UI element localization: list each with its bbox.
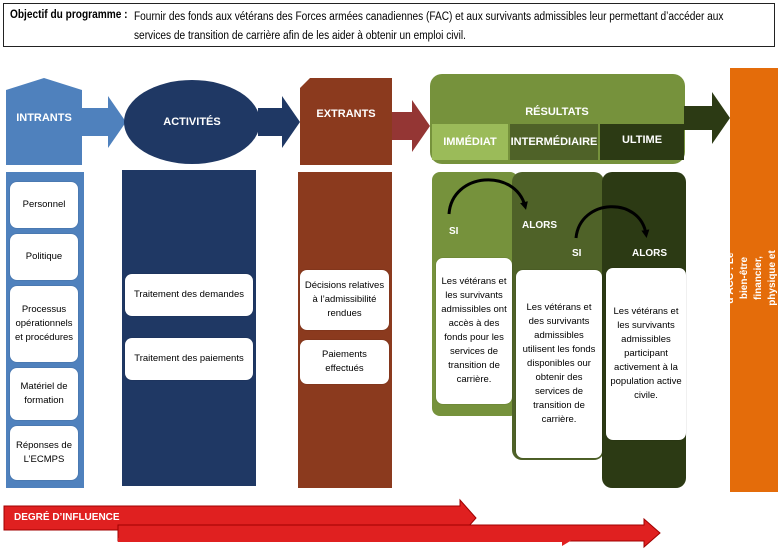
ultime-header: ULTIME [621, 134, 663, 146]
immediat-header: IMMÉDIAT [443, 136, 497, 148]
si-label-2: SI [572, 248, 582, 259]
activites-header: ACTIVITÉS [163, 116, 221, 128]
immediat-header-shape [432, 124, 508, 160]
strategic-outcome-text: Résultat stratégique d’ACC : Le bien-êtr… [697, 250, 778, 306]
arrow-resultats-strategic [684, 92, 730, 144]
influence-label: DEGRÉ D’INFLUENCE [14, 512, 120, 523]
si-alors-arrow-1 [447, 178, 528, 215]
intermediaire-outcome-card: Les vétérans et des survivants admissibl… [516, 270, 602, 458]
strategic-outcome-box [730, 68, 778, 492]
intrant-card-materiel: Matériel de formation [10, 368, 78, 420]
intrant-card-politique: Politique [10, 234, 78, 280]
extrants-header-shape [300, 78, 392, 165]
si-alors-arrow-2 [574, 205, 650, 239]
intermediaire-header-shape [510, 124, 598, 160]
alors-label-2: ALORS [632, 248, 667, 259]
activites-header-shape [124, 80, 260, 164]
extrant-card-paiements: Paiements effectués [300, 340, 389, 384]
objective-label: Objectif du programme : [10, 9, 128, 21]
intrant-card-personnel: Personnel [10, 182, 78, 228]
activite-card-demandes: Traitement des demandes [125, 274, 253, 316]
alors-label-1: ALORS [522, 220, 557, 231]
intrants-header: INTRANTS [16, 112, 72, 124]
activites-column [122, 170, 256, 486]
resultats-header: RÉSULTATS [525, 106, 589, 118]
ultime-outcome-card: Les vétérans et les survivants admissibl… [606, 268, 686, 440]
extrant-card-decisions: Décisions relatives à l’admissibilité re… [300, 270, 389, 330]
si-label-1: SI [449, 226, 459, 237]
influence-arrow-3 [118, 534, 572, 546]
program-objective-box [3, 3, 775, 47]
ultime-header-shape [600, 124, 684, 160]
intrant-card-processus: Processus opérationnels et procédures [10, 286, 78, 362]
arrow-extrants-resultats [392, 100, 430, 152]
extrants-column [298, 172, 392, 488]
extrants-header: EXTRANTS [316, 108, 376, 120]
immediat-outcome-card: Les vétérans et les survivants admissibl… [436, 258, 512, 404]
activite-card-paiements: Traitement des paiements [125, 338, 253, 380]
objective-text: Fournir des fonds aux vétérans des Force… [134, 11, 724, 42]
arrow-activites-extrants [258, 96, 300, 148]
intrant-card-reponses: Réponses de L’ECMPS [10, 426, 78, 480]
arrow-intrants-activites [82, 96, 126, 148]
intermediaire-header: INTERMÉDIAIRE [510, 136, 598, 148]
intrants-header-shape [6, 78, 82, 165]
strategic-outcome: Résultat stratégique d’ACC : Le bien-êtr… [697, 68, 780, 488]
